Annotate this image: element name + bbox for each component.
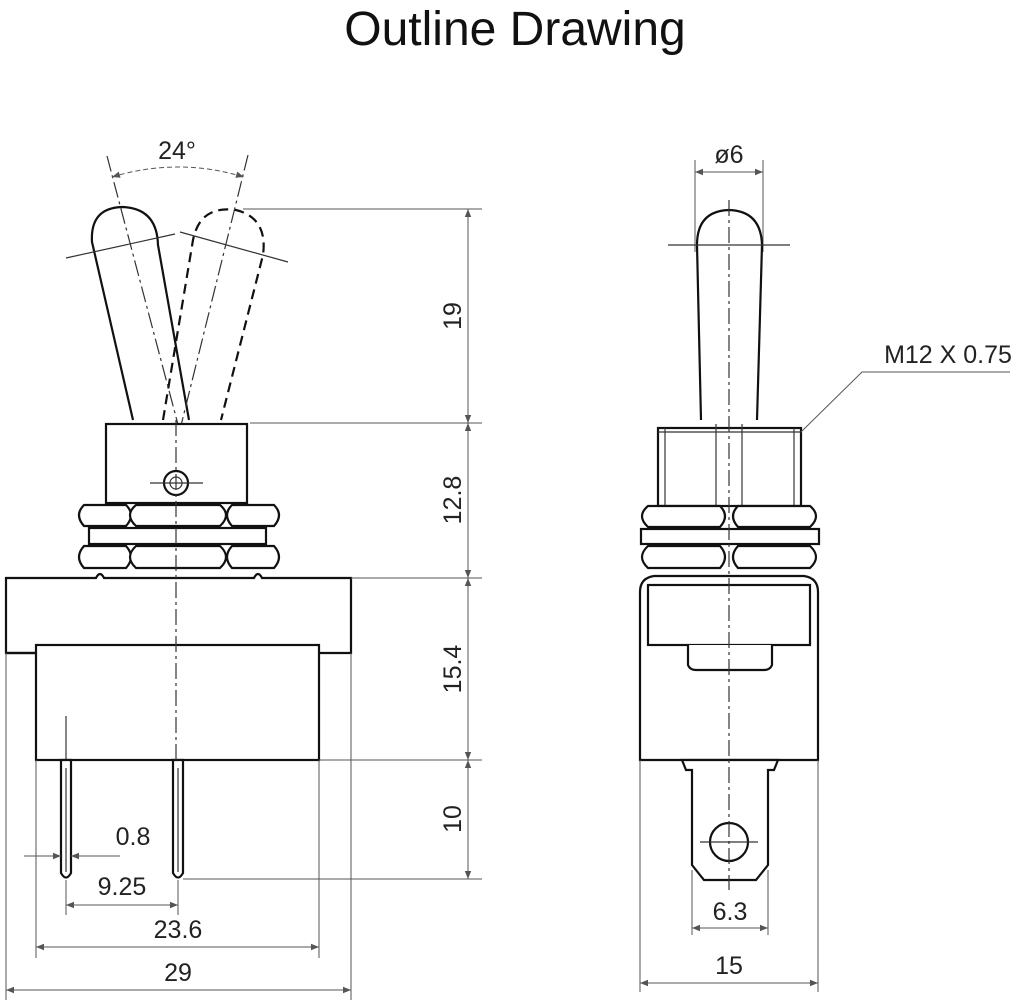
side-washer: [639, 527, 821, 546]
dim-terminal-pitch: 9.25: [98, 873, 147, 901]
angle-arc: [111, 166, 245, 178]
nut-upper-left: [77, 503, 133, 528]
dim-terminal-thickness: 0.8: [116, 823, 151, 851]
lever-tip-centerline-right: [179, 231, 289, 263]
nut-upper-right: [225, 503, 281, 528]
lever-dashed: [161, 208, 265, 421]
side-body-tab: [686, 645, 774, 672]
dim-base-width: 23.6: [154, 916, 203, 944]
horizontal-dimensions: 0.8 9.25 23.6 29: [5, 653, 352, 1000]
lever-centerline-right: [169, 154, 249, 471]
dim-terminal-width: 6.3: [713, 898, 748, 926]
side-nut-lower-right: [731, 544, 818, 570]
side-nut-lower-left: [640, 544, 727, 570]
lever-solid: [90, 205, 191, 421]
nut-upper-center: [128, 503, 228, 528]
dim-overall-width: 29: [164, 959, 192, 987]
body-lower-block: [34, 643, 321, 762]
dim-side-width: 15: [715, 952, 743, 980]
body-top-plate: [4, 572, 353, 655]
lever-tip-centerline-left: [65, 233, 176, 259]
nut-lower-right: [225, 544, 281, 570]
side-nut-upper-left: [640, 504, 727, 529]
side-view: ø6 M12 X 0.75: [638, 141, 1012, 992]
dim-diameter: ø6: [714, 141, 743, 169]
dim-body-height: 15.4: [439, 645, 467, 694]
side-bushing: [656, 426, 803, 508]
side-terminal: [680, 758, 780, 882]
washer: [87, 526, 268, 546]
drawing-title: Outline Drawing: [344, 3, 685, 56]
angle-label: 24°: [158, 137, 196, 165]
nut-lower-center: [128, 544, 228, 570]
dim-terminal-length: 10: [439, 805, 467, 833]
dim-lever-height: 19: [439, 302, 467, 330]
dim-thread: M12 X 0.75: [884, 341, 1012, 369]
front-view: 24°: [4, 137, 353, 879]
thread-leader: [800, 371, 1010, 433]
side-nut-upper-right: [731, 504, 818, 529]
lever-centerline-left: [106, 155, 191, 471]
dim-bushing-height: 12.8: [439, 476, 467, 525]
nut-lower-left: [77, 544, 133, 570]
vertical-dimensions: 19 12.8 15.4 10: [183, 208, 482, 880]
